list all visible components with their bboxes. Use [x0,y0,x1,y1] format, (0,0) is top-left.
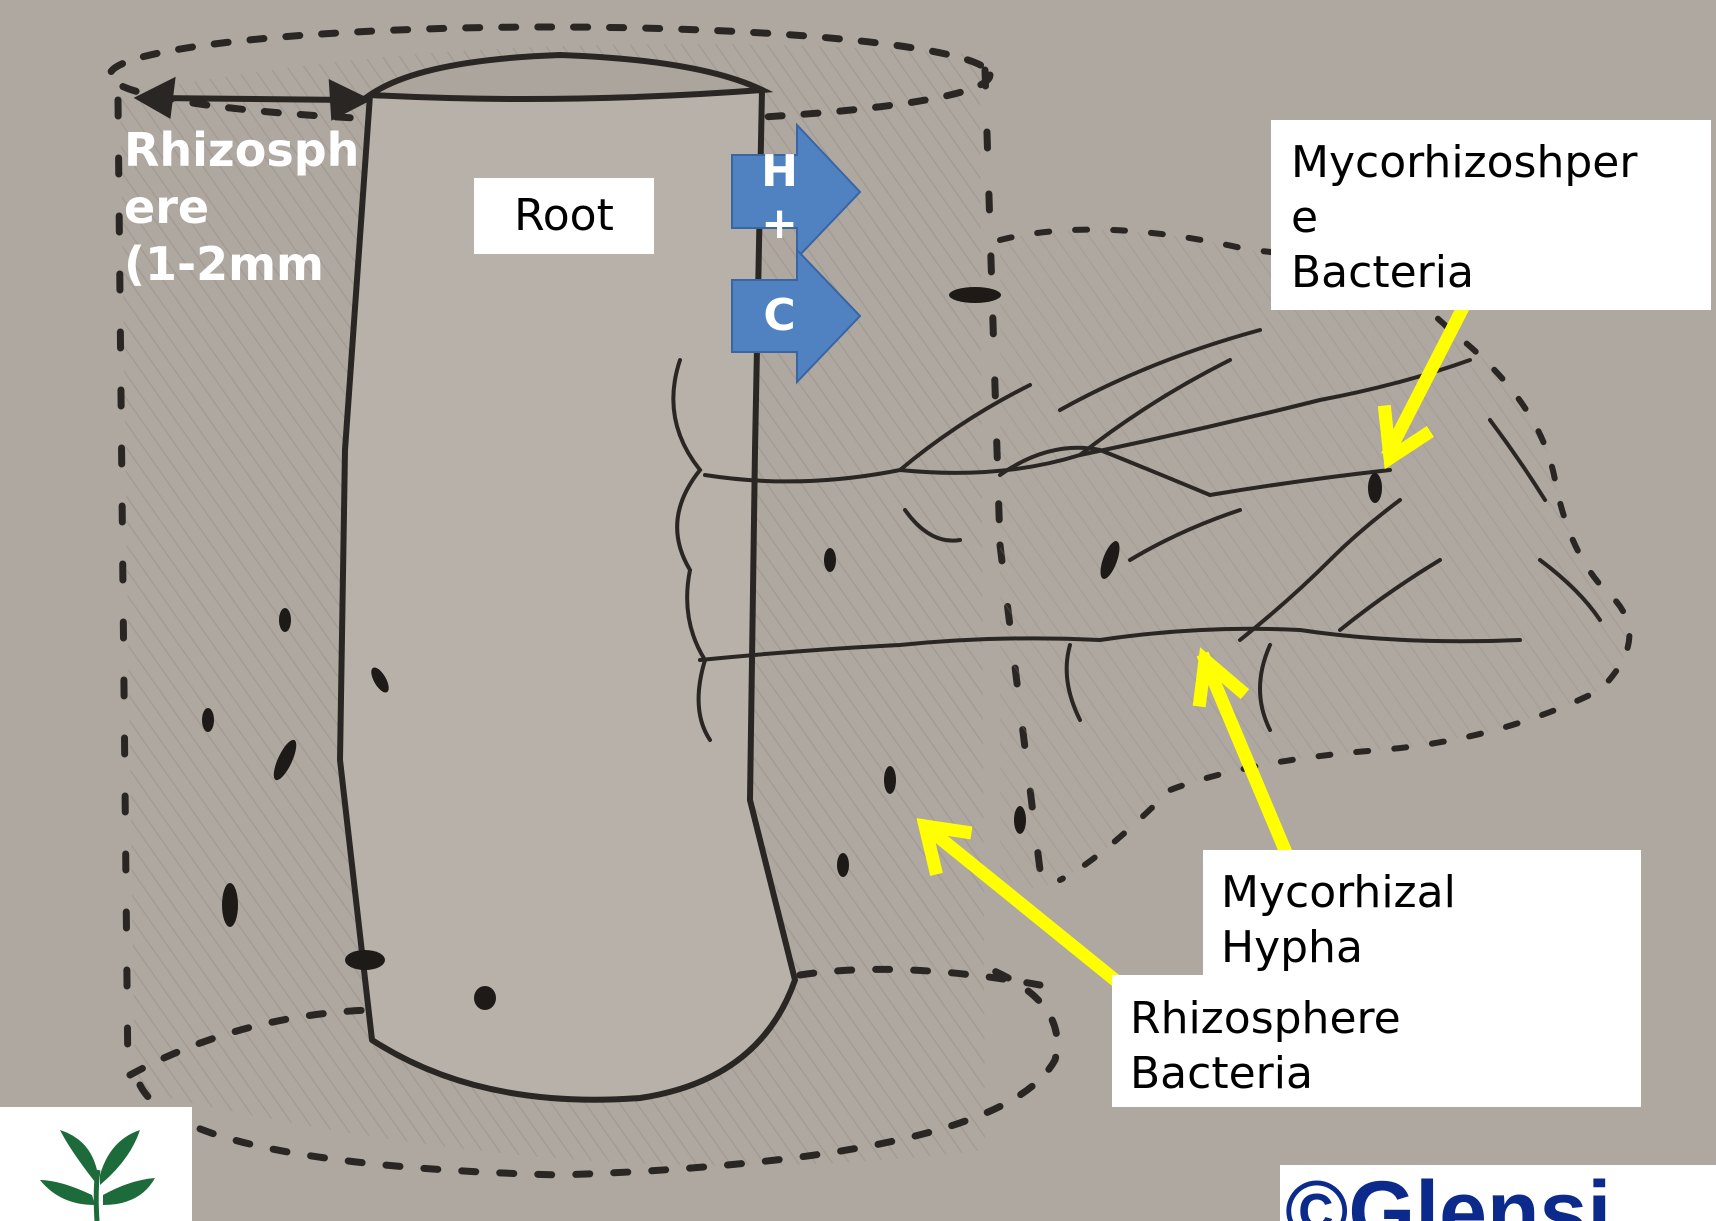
leaf-logo [0,1107,192,1221]
rhizosphere-width-text: Rhizosph ere (1-2mm [124,122,359,293]
rhizosphere-width-label: Rhizosph ere (1-2mm [124,122,359,293]
mycorhizal-hypha-text: Mycorhizal Hypha [1221,865,1641,975]
root-text: Root [514,190,614,241]
h-plus-text: H + [742,146,817,250]
watermark-text-box: ©Glensi [1285,1162,1716,1221]
carbon-text: C [763,290,795,341]
carbon-arrow-label: C [742,290,817,342]
watermark-text: ©Glensi [1285,1162,1716,1221]
rhizosphere-bacteria-text: Rhizosphere Bacteria [1130,991,1641,1101]
rhizosphere-bacteria-label: Rhizosphere Bacteria [1112,975,1641,1107]
mycorhizosphere-bacteria-text: Mycorhizoshper e Bacteria [1291,135,1711,300]
root-label: Root [474,178,654,254]
mycorhizal-hypha-label: Mycorhizal Hypha [1203,850,1641,990]
mycorhizosphere-bacteria-label: Mycorhizoshper e Bacteria [1271,120,1711,310]
h-plus-arrow-label: H + [742,146,817,250]
